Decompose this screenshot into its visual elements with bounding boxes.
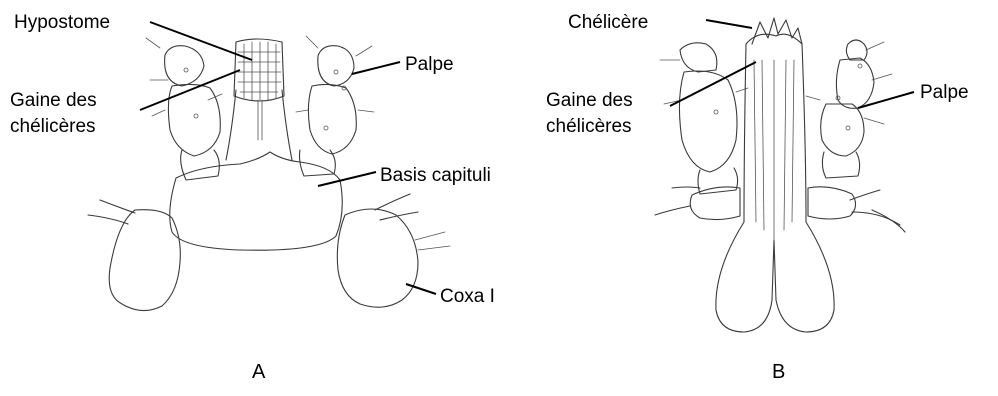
palpe-leader-b [858,92,914,108]
leg-left-a [88,200,135,224]
palp-right-b [806,40,892,178]
label-palpe-b: Palpe [920,82,969,103]
panel-letter-a: A [252,361,266,383]
panel-a: Hypostome Gaine des chélicères Palpe Bas… [10,12,495,383]
basis-capituli-shape [170,152,343,250]
basal-lobe-right-b [808,187,856,219]
coxa-leader [406,284,436,294]
panel-letter-b: B [772,361,785,383]
coxa-right-a [337,209,418,307]
panel-b: Chélicère Gaine des chélicères Palpe B [546,12,969,383]
label-chelicere: Chélicère [568,12,648,33]
palpe-leader-a [352,62,400,74]
label-basis-capituli: Basis capituli [380,165,491,186]
label-palpe-a: Palpe [405,54,454,75]
palp-left-b [660,43,748,194]
coxa-left-a [109,210,180,311]
chelicere-tips-b [752,18,802,44]
label-gaine-line2-a: chélicères [10,116,96,137]
chelicere-leader [706,20,752,28]
label-gaine-line1-a: Gaine des [10,90,97,111]
leg-left-b [655,187,700,215]
hypostome-shape [234,39,284,140]
gaine-leader-a [140,70,240,110]
label-gaine-line1-b: Gaine des [546,90,633,111]
palp-right-a [296,36,374,176]
leg-right-a [375,194,450,250]
chelicere-sheath-b [716,34,834,332]
palp-left-a [146,38,222,180]
label-gaine-line2-b: chélicères [546,116,632,137]
gaine-right-edge-a [282,90,292,160]
gaine-leader-b [670,62,756,106]
label-coxa: Coxa I [440,286,495,307]
leg-right-b [850,190,905,232]
label-hypostome: Hypostome [14,12,110,33]
gaine-left-edge-a [226,90,236,160]
